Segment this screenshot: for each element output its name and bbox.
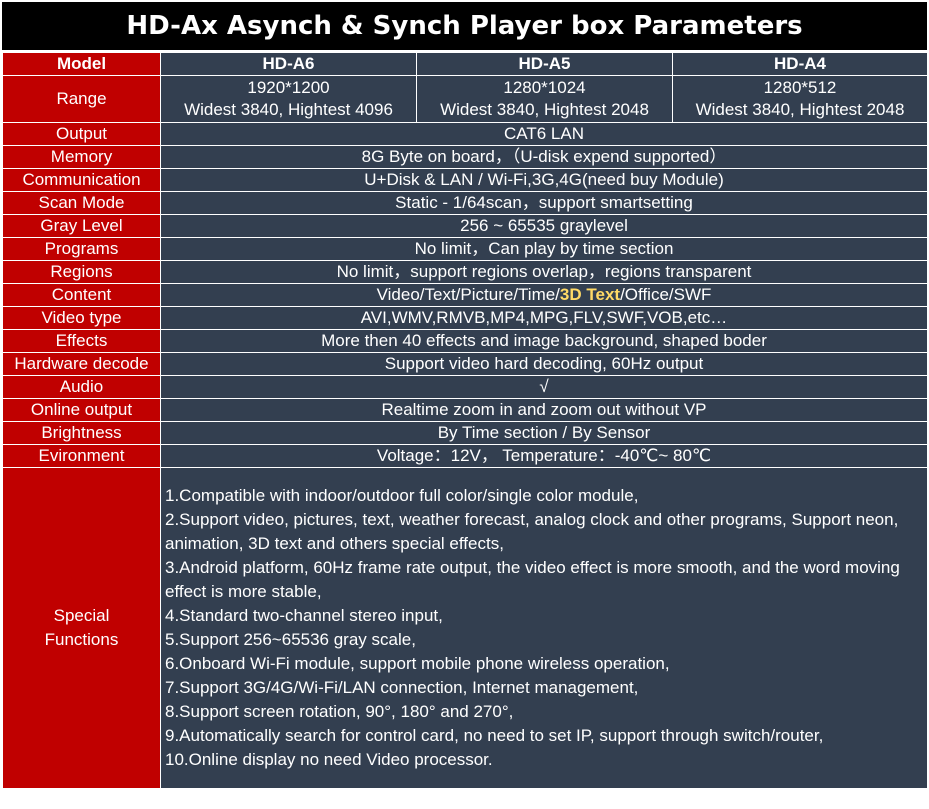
row-label: Video type — [2, 306, 161, 330]
function-item: 5.Support 256~65536 gray scale, — [165, 630, 416, 649]
function-item: 10.Online display no need Video processo… — [165, 750, 493, 769]
row-label: Output — [2, 122, 161, 146]
function-item: 4.Standard two-channel stereo input, — [165, 606, 443, 625]
row-label: Communication — [2, 168, 161, 192]
row-value: Realtime zoom in and zoom out without VP — [160, 398, 928, 422]
max-size: Widest 3840, Hightest 4096 — [184, 100, 393, 119]
row-value: 256 ~ 65535 graylevel — [160, 214, 928, 238]
row-label: Gray Level — [2, 214, 161, 238]
row-label: Regions — [2, 260, 161, 284]
model-header: HD-A4 — [672, 52, 928, 76]
row-label: Programs — [2, 237, 161, 261]
row-label: Memory — [2, 145, 161, 169]
row-value: √ — [160, 375, 928, 399]
content-text: Video/Text/Picture/Time/ — [376, 285, 560, 304]
row-value: More then 40 effects and image backgroun… — [160, 329, 928, 353]
label-line: Functions — [44, 630, 119, 649]
row-label: Content — [2, 283, 161, 307]
row-value: By Time section / By Sensor — [160, 421, 928, 445]
table-row: Audio√ — [2, 375, 928, 399]
function-item: 2.Support video, pictures, text, weather… — [165, 510, 899, 553]
row-value: No limit，Can play by time section — [160, 237, 928, 261]
resolution: 1280*1024 — [503, 78, 586, 97]
row-value: Static - 1/64scan，support smartsetting — [160, 191, 928, 215]
model-row: Model HD-A6 HD-A5 HD-A4 — [2, 52, 928, 76]
row-value: U+Disk & LAN / Wi-Fi,3G,4G(need buy Modu… — [160, 168, 928, 192]
row-value: AVI,WMV,RMVB,MP4,MPG,FLV,SWF,VOB,etc… — [160, 306, 928, 330]
row-value: 8G Byte on board，（U-disk expend supporte… — [160, 145, 928, 169]
function-list: 1.Compatible with indoor/outdoor full co… — [160, 467, 928, 789]
model-header: HD-A5 — [416, 52, 673, 76]
function-item: 8.Support screen rotation, 90°, 180° and… — [165, 702, 514, 721]
function-item: 6.Onboard Wi-Fi module, support mobile p… — [165, 654, 670, 673]
row-value: Voltage：12V， Temperature：-40℃~ 80℃ — [160, 444, 928, 468]
row-value: No limit，support regions overlap，regions… — [160, 260, 928, 284]
row-label: Brightness — [2, 421, 161, 445]
row-value: Support video hard decoding, 60Hz output — [160, 352, 928, 376]
row-label: Effects — [2, 329, 161, 353]
row-value: CAT6 LAN — [160, 122, 928, 146]
function-item: 1.Compatible with indoor/outdoor full co… — [165, 486, 639, 505]
content-highlight: 3D Text — [559, 285, 621, 304]
label-line: Special — [53, 606, 110, 625]
row-label: Evironment — [2, 444, 161, 468]
row-label: Model — [2, 52, 161, 76]
max-size: Widest 3840, Hightest 2048 — [440, 100, 649, 119]
row-label: Hardware decode — [2, 352, 161, 376]
function-item: 9.Automatically search for control card,… — [165, 726, 824, 745]
row-value: Video/Text/Picture/Time/3D Text/Office/S… — [160, 283, 928, 307]
content-text: /Office/SWF — [620, 285, 712, 304]
page-title: HD-Ax Asynch & Synch Player box Paramete… — [2, 2, 927, 50]
max-size: Widest 3840, Hightest 2048 — [695, 100, 905, 119]
function-item: 7.Support 3G/4G/Wi-Fi/LAN connection, In… — [165, 678, 639, 697]
row-label: Range — [2, 75, 161, 123]
resolution: 1920*1200 — [247, 78, 330, 97]
row-label: Audio — [2, 375, 161, 399]
resolution: 1280*512 — [763, 78, 837, 97]
model-header: HD-A6 — [160, 52, 417, 76]
row-label: Scan Mode — [2, 191, 161, 215]
row-label: Online output — [2, 398, 161, 422]
function-item: 3.Android platform, 60Hz frame rate outp… — [165, 558, 900, 601]
